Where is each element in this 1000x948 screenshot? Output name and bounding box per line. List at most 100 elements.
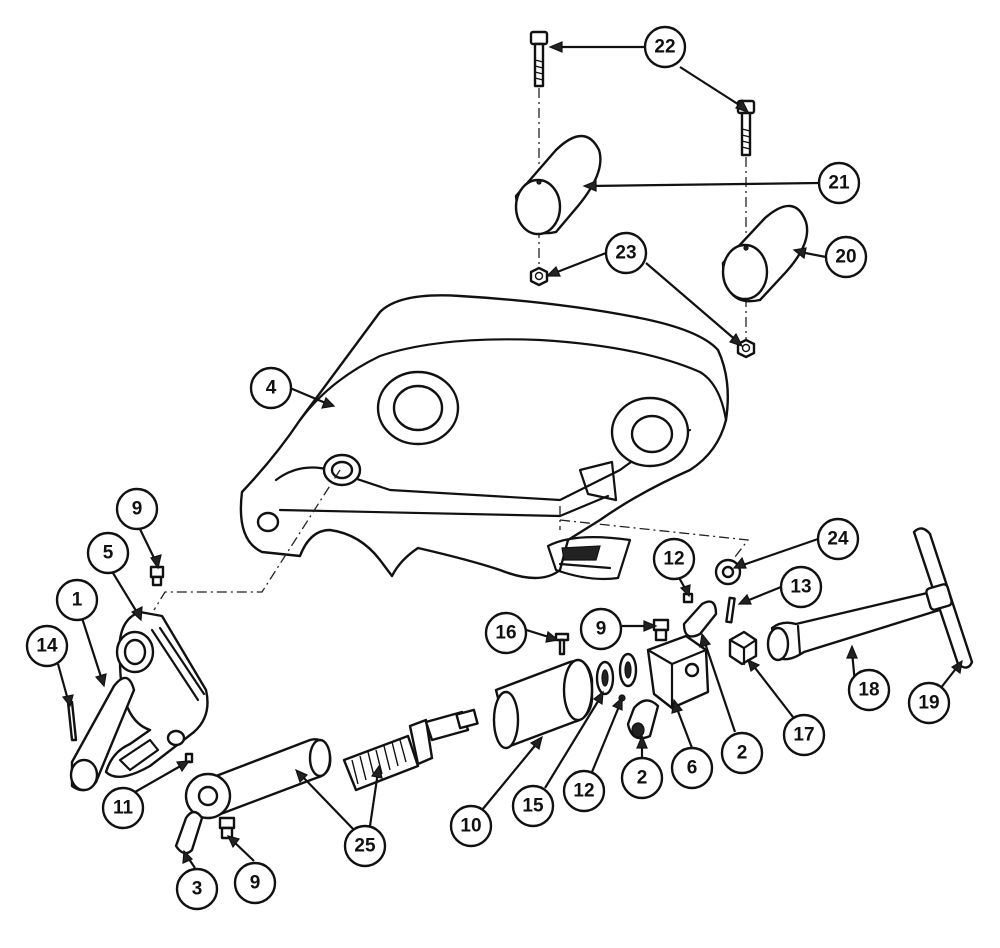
callout-25: 25 (343, 824, 387, 868)
callout-number: 12 (663, 549, 684, 570)
latch-5 (104, 610, 209, 778)
nut-23-left (529, 266, 549, 287)
pin-1 (69, 676, 136, 792)
pin-2-upper (682, 600, 718, 638)
callout-number: 12 (573, 781, 594, 802)
callout-circle (115, 487, 159, 531)
callout-number: 14 (36, 636, 58, 657)
grease-fitting-9-top (149, 565, 165, 587)
callout-9-top: 9 (115, 487, 159, 531)
callout-circle (175, 867, 219, 911)
cylinder-25 (184, 738, 332, 820)
callout-number: 21 (828, 173, 850, 194)
callout-4: 4 (249, 366, 293, 410)
callout-circle (25, 624, 69, 668)
callout-2-lower: 2 (620, 756, 664, 800)
callout-circle (579, 607, 623, 651)
grease-fitting-9-block (652, 618, 670, 642)
callout-1: 1 (55, 578, 99, 622)
callout-14: 14 (25, 624, 69, 668)
callout-circle (249, 366, 293, 410)
callout-number: 9 (132, 499, 143, 520)
callout-number: 23 (615, 243, 636, 264)
screw-16 (554, 632, 570, 656)
callout-number: 9 (250, 873, 261, 894)
callout-circle (643, 25, 687, 69)
callout-number: 19 (918, 693, 939, 714)
callout-number: 2 (737, 743, 748, 764)
washer-24 (714, 558, 742, 586)
callout-circle (449, 804, 493, 848)
nut-17 (728, 630, 758, 666)
block-6 (646, 634, 710, 710)
bolt-22-left (529, 30, 549, 88)
callout-6: 6 (670, 746, 714, 790)
pin-20 (721, 204, 809, 303)
callout-12-top: 12 (652, 537, 696, 581)
callout-circle (847, 668, 891, 712)
callout-circle (343, 824, 387, 868)
callout-number: 22 (654, 37, 675, 58)
callout-17: 17 (782, 713, 826, 757)
callout-circle (907, 681, 951, 725)
callout-19: 19 (907, 681, 951, 725)
callout-circle (652, 537, 696, 581)
assembly-line-right (559, 519, 750, 567)
callout-number: 20 (835, 247, 856, 268)
callout-2-upper: 2 (720, 731, 764, 775)
callout-5: 5 (86, 531, 130, 575)
pin-3 (174, 810, 204, 855)
callout-number: 24 (827, 529, 849, 550)
roll-pin-13 (725, 596, 736, 624)
leader-lines (56, 41, 963, 869)
callout-circle (511, 784, 555, 828)
callout-circle (562, 769, 606, 813)
grease-fitting-9-bottom (218, 816, 236, 840)
callout-circle (101, 786, 145, 830)
callout-circle (824, 235, 868, 279)
callout-number: 13 (790, 577, 811, 598)
callout-number: 6 (687, 758, 698, 779)
shaft-18 (766, 588, 948, 662)
pin-2-lower (626, 699, 660, 740)
callout-21: 21 (817, 161, 861, 205)
callout-18: 18 (847, 668, 891, 712)
callout-number: 15 (522, 796, 544, 817)
callout-number: 9 (596, 619, 607, 640)
washers-15 (595, 652, 638, 696)
callout-number: 16 (495, 623, 516, 644)
callout-9-bottom: 9 (233, 861, 277, 905)
callout-circle (782, 713, 826, 757)
callout-9-block: 9 (579, 607, 623, 651)
callout-12-bottom: 12 (562, 769, 606, 813)
callout-circle (817, 161, 861, 205)
sleeve-10 (492, 658, 594, 750)
callout-24: 24 (816, 517, 860, 561)
callout-circle (620, 756, 664, 800)
nut-23-right (736, 338, 756, 359)
pin-21 (514, 134, 602, 236)
callout-number: 18 (858, 680, 879, 701)
screw-25 (342, 708, 479, 792)
callout-number: 2 (637, 768, 648, 789)
callout-circle (670, 746, 714, 790)
callout-number: 1 (72, 590, 83, 611)
callouts: 22 21 20 23 4 24 9 5 1 14 12 13 19 16 9 … (25, 25, 951, 911)
callout-10: 10 (449, 804, 493, 848)
handle-19 (912, 527, 974, 669)
callout-number: 11 (113, 798, 134, 819)
callout-11: 11 (101, 786, 145, 830)
coupler-frame (239, 294, 729, 581)
callout-circle (604, 231, 648, 275)
callout-number: 17 (793, 725, 814, 746)
callout-circle (86, 531, 130, 575)
callout-23: 23 (604, 231, 648, 275)
callout-number: 5 (103, 543, 114, 564)
callout-3: 3 (175, 867, 219, 911)
callout-circle (55, 578, 99, 622)
callout-number: 4 (266, 378, 277, 399)
callout-circle (816, 517, 860, 561)
callout-16: 16 (484, 611, 528, 655)
